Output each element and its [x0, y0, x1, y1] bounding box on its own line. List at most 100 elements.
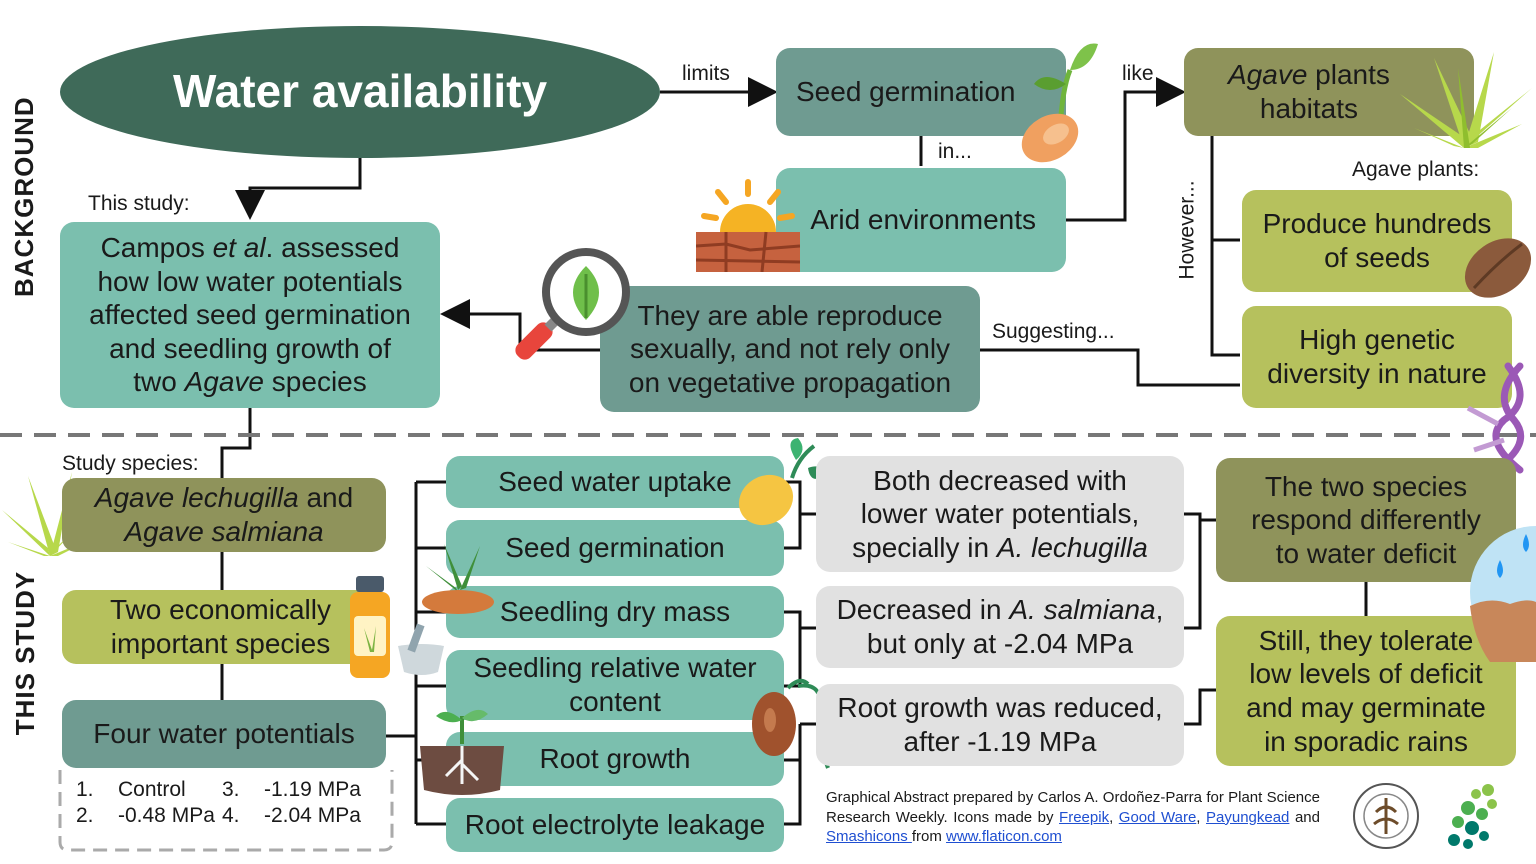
wp-1-val: Control — [118, 778, 186, 801]
reproduce-line2: sexually, and not rely only — [629, 333, 951, 365]
agave-plant-icon — [1394, 38, 1536, 150]
variable-6-text: Root electrolyte leakage — [464, 809, 766, 841]
plant-dots-logo — [1444, 782, 1500, 852]
campos-line3: affected seed germination — [89, 299, 411, 331]
result3-line1: Root growth was reduced, — [837, 692, 1163, 724]
seed-germination-box: Seed germination — [776, 48, 1066, 136]
credits-from: from — [911, 828, 947, 845]
study-species-box: Agave lechugilla and Agave salmiana — [62, 478, 386, 552]
economic-line2: important species — [110, 628, 331, 659]
reproduce-box: They are able reproduce sexually, and no… — [600, 286, 980, 412]
genetic-line2: diversity in nature — [1267, 358, 1487, 389]
credits-sep1: , — [1109, 808, 1119, 826]
agave-plants-label: Agave plants: — [1352, 158, 1480, 181]
variable-2-text: Seed germination — [505, 532, 725, 564]
society-seal-logo — [1352, 782, 1420, 850]
variable-seedling-relative-water-content: Seedling relative water content — [446, 650, 784, 720]
seed-germination-text: Seed germination — [796, 76, 1016, 108]
result-dry-mass-water-content: Decreased in A. salmiana, but only at -2… — [816, 586, 1184, 668]
limits-label: limits — [682, 62, 730, 85]
this-study-label: This study: — [88, 192, 190, 215]
result2-line1a: Decreased in — [836, 594, 1010, 626]
result2-line1c: , — [1155, 594, 1164, 626]
variable-4-line2: content — [569, 686, 661, 717]
species-line2: Agave salmiana — [124, 516, 324, 547]
four-water-potentials-text: Four water potentials — [93, 718, 355, 750]
variable-4-line1: Seedling relative water — [473, 652, 757, 684]
economic-line1: Two economically — [110, 594, 331, 626]
result1-line3a: specially in — [852, 531, 997, 563]
campos-line4: and seedling growth of — [109, 332, 391, 364]
genetic-line1: High genetic — [1299, 324, 1455, 356]
result1-line2: lower water potentials, — [860, 498, 1140, 530]
seedling-pot-icon — [418, 536, 500, 616]
like-label: like — [1122, 62, 1154, 85]
variable-seed-germination: Seed germination — [446, 520, 784, 576]
wp-1-num: 1. — [76, 778, 94, 801]
reproduce-line1: They are able reproduce — [637, 299, 943, 331]
result1-line3b: A. lechugilla — [996, 531, 1148, 563]
credits-and: and — [1289, 808, 1320, 826]
sprouting-seed-icon — [1010, 40, 1100, 164]
variable-1-text: Seed water uptake — [498, 466, 732, 498]
smashicons-link[interactable]: Smashicons — [826, 828, 912, 845]
genetic-diversity-box: High genetic diversity in nature — [1242, 306, 1512, 408]
agave-product-bottle-icon — [342, 572, 446, 680]
credits-sep2: , — [1196, 808, 1206, 826]
however-label: However... — [1175, 180, 1199, 280]
agave-italic: Agave — [1228, 59, 1308, 91]
agave-habitats-box: Agave plants habitats — [1184, 48, 1474, 136]
result-root-growth: Root growth was reduced, after -1.19 MPa — [816, 684, 1184, 766]
conclusion1-line3: to water deficit — [1275, 537, 1457, 569]
four-water-potentials-box: Four water potentials — [62, 700, 386, 768]
payungkead-link[interactable]: Payungkead — [1206, 808, 1290, 826]
species-line1a: Agave lechugilla — [94, 482, 299, 514]
campos-line5b: Agave — [184, 366, 265, 398]
economic-species-box: Two economically important species — [62, 590, 386, 664]
result-water-uptake-germination: Both decreased with lower water potentia… — [816, 456, 1184, 572]
campos-study-box: Campos et al. assessed how low water pot… — [60, 222, 440, 408]
wp-2-num: 2. — [76, 804, 94, 827]
wp-4-num: 4. — [222, 804, 240, 827]
campos-a: Campos — [100, 232, 213, 264]
produce-seeds-line2: of seeds — [1324, 242, 1430, 273]
conclusion1-line1: The two species — [1264, 470, 1468, 502]
credits-main: Graphical Abstract prepared by Carlos A.… — [826, 789, 1320, 826]
agave-habitats-line1: plants — [1307, 59, 1390, 91]
campos-b: et al — [212, 232, 266, 264]
conclusion2-line3: and may germinate — [1246, 692, 1486, 723]
result2-line1b: A. salmiana — [1009, 594, 1156, 626]
result1-line1: Both decreased with — [873, 464, 1127, 496]
suggesting-label: Suggesting... — [992, 320, 1115, 343]
in-label: in... — [938, 140, 972, 163]
agave-habitats-line2: habitats — [1259, 93, 1358, 124]
conclusion-tolerate-deficit: Still, they tolerate low levels of defic… — [1216, 616, 1516, 766]
credits-text: Graphical Abstract prepared by Carlos A.… — [826, 788, 1320, 847]
section-this-study-label: THIS STUDY — [10, 570, 40, 736]
conclusion2-line1: Still, they tolerate — [1258, 624, 1474, 656]
variable-seed-water-uptake: Seed water uptake — [446, 456, 784, 508]
conclusion2-line4: in sporadic rains — [1264, 725, 1468, 757]
produce-seeds-line1: Produce hundreds — [1262, 208, 1492, 240]
variable-3-text: Seedling dry mass — [499, 596, 731, 628]
water-availability-text: Water availability — [172, 65, 548, 118]
roots-soil-icon — [416, 704, 508, 798]
good-ware-link[interactable]: Good Ware — [1118, 808, 1197, 826]
variable-seedling-dry-mass: Seedling dry mass — [446, 586, 784, 638]
wp-3-val: -1.19 MPa — [264, 778, 361, 801]
result2-line2: but only at -2.04 MPa — [866, 628, 1134, 659]
dna-icon — [1464, 360, 1536, 476]
seed-icon — [1458, 232, 1536, 302]
lemon-seed-sprout-icon — [734, 438, 824, 530]
section-background-label: BACKGROUND — [9, 96, 39, 297]
campos-line2: how low water potentials — [97, 265, 403, 297]
campos-c: . assessed — [265, 232, 400, 264]
conclusion2-line2: low levels of deficit — [1249, 658, 1483, 690]
sun-desert-icon — [695, 176, 801, 273]
flaticon-link[interactable]: www.flaticon.com — [946, 828, 1062, 845]
rain-soil-icon — [1470, 520, 1536, 662]
freepik-link[interactable]: Freepik — [1059, 808, 1110, 826]
arid-environments-text: Arid environments — [810, 204, 1036, 236]
study-species-label: Study species: — [62, 452, 199, 475]
wp-4-val: -2.04 MPa — [264, 804, 361, 827]
